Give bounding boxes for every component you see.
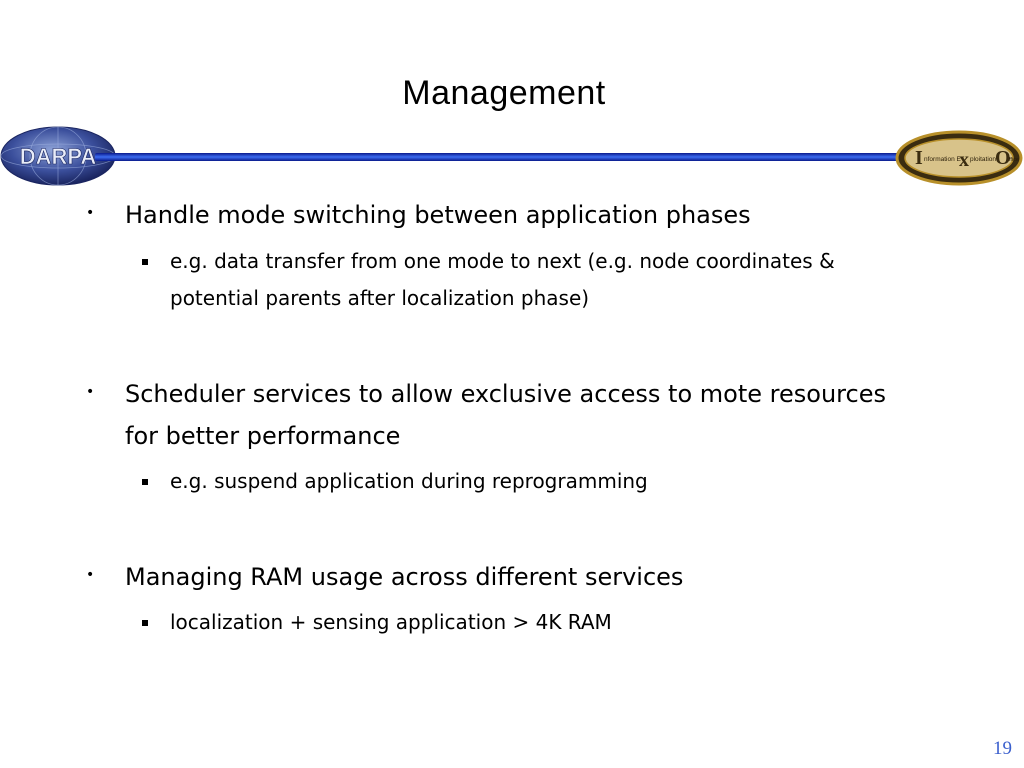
svg-text:ploitation: ploitation [970, 156, 996, 163]
slide-title: Management [402, 74, 606, 112]
sub-bullet-marker [142, 620, 148, 626]
ixo-logo-icon: I nformation E x ploitation O ffice [895, 130, 1023, 186]
header-divider-bar [95, 153, 915, 161]
svg-text:I: I [915, 147, 923, 169]
bullet-text: Scheduler services to allow exclusive ac… [125, 380, 886, 408]
svg-text:O: O [995, 147, 1011, 169]
bullet-text: Managing RAM usage across different serv… [125, 563, 684, 591]
sub-bullet-marker [142, 479, 148, 485]
sub-bullet-text: localization + sensing application > 4K … [170, 610, 612, 634]
bullet-marker: • [86, 384, 95, 400]
sub-bullet-text: e.g. data transfer from one mode to next… [170, 249, 835, 273]
sub-bullet-text: e.g. suspend application during reprogra… [170, 469, 648, 493]
svg-text:nformation E: nformation E [924, 156, 962, 163]
bullet-text: Handle mode switching between applicatio… [125, 201, 751, 229]
bullet-marker: • [86, 567, 95, 583]
bullet-marker: • [86, 205, 95, 221]
sub-bullet-text-continued: potential parents after localization pha… [170, 286, 590, 310]
svg-text:ffice: ffice [1009, 157, 1019, 163]
svg-text:DARPA: DARPA [20, 144, 97, 169]
sub-bullet-marker [142, 259, 148, 265]
bullet-text-continued: for better performance [125, 422, 401, 450]
svg-text:x: x [959, 149, 969, 171]
page-number: 19 [993, 738, 1012, 759]
